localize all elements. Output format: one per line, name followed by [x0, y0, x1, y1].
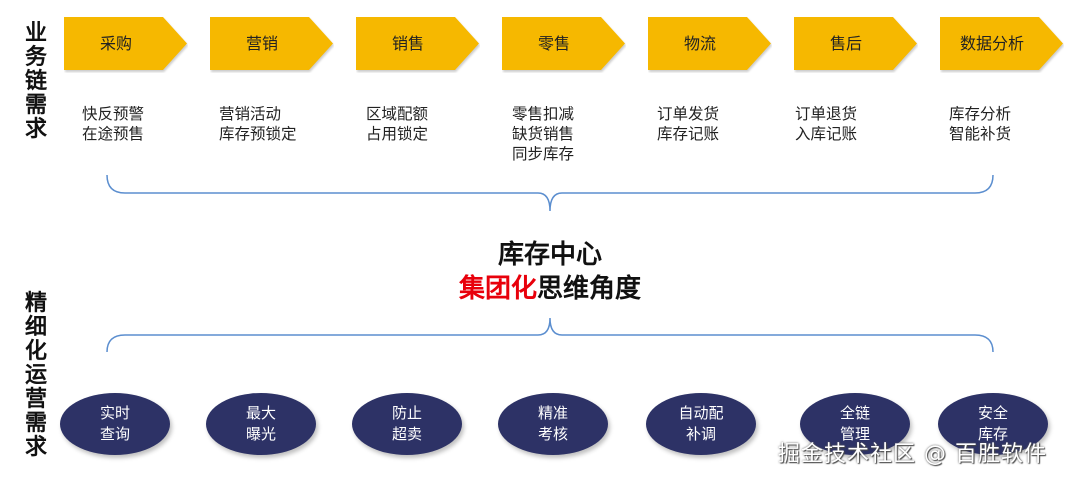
center-title: 库存中心	[497, 240, 602, 270]
stage-6: 数据分析	[940, 17, 1064, 70]
operation-line: 实时	[99, 404, 130, 422]
requirement-item: 入库记账	[795, 125, 858, 143]
chevron-shape	[794, 17, 917, 70]
stage-4: 物流	[648, 17, 772, 70]
chevron-shape	[502, 17, 625, 70]
stage-requirements: 区域配额占用锁定	[366, 104, 428, 144]
stage-0: 采购	[64, 17, 188, 70]
requirement-item: 订单退货	[795, 105, 858, 123]
operation-line: 管理	[839, 425, 870, 443]
operation-oval: 全链管理	[800, 393, 910, 455]
stage-5: 售后	[794, 17, 918, 70]
business-chain-label: 业务链需求	[24, 21, 47, 142]
requirement-item: 在途预售	[82, 125, 145, 143]
center-highlight: 集团化	[458, 274, 537, 304]
center-rest: 思维角度	[537, 274, 642, 304]
operation-line: 安全	[977, 404, 1008, 422]
stage-label: 数据分析	[959, 34, 1024, 53]
operation-line: 超卖	[391, 425, 422, 443]
stage-label: 物流	[683, 34, 716, 53]
operation-line: 查询	[99, 425, 130, 443]
operation-line: 防止	[391, 404, 422, 422]
chevron-shape	[356, 17, 479, 70]
top-brace	[106, 174, 994, 212]
operation-line: 考核	[537, 425, 568, 443]
operation-line: 补调	[685, 425, 716, 443]
stage-label: 采购	[99, 34, 132, 53]
stage-requirements: 订单退货入库记账	[795, 104, 857, 144]
chevron-shape	[648, 17, 771, 70]
operation-oval: 最大曝光	[206, 393, 316, 455]
operation-oval: 防止超卖	[352, 393, 462, 455]
stage-2: 销售	[356, 17, 480, 70]
requirement-item: 区域配额	[366, 105, 429, 123]
requirement-item: 缺货销售	[512, 125, 575, 143]
operation-oval: 精准考核	[498, 393, 608, 455]
stage-requirements: 零售扣减缺货销售同步库存	[512, 104, 574, 164]
operation-line: 曝光	[245, 425, 276, 443]
operation-line: 库存	[977, 425, 1008, 443]
requirement-item: 占用锁定	[366, 125, 429, 143]
stage-requirements: 订单发货库存记账	[657, 104, 719, 144]
stage-requirements: 营销活动库存预锁定	[219, 104, 297, 144]
operation-oval: 实时查询	[60, 393, 170, 455]
operation-line: 自动配	[678, 404, 724, 422]
operation-line: 最大	[245, 404, 276, 422]
requirement-item: 库存分析	[949, 105, 1012, 123]
stage-label: 营销	[245, 34, 278, 53]
operation-oval: 安全库存	[938, 393, 1048, 455]
stage-label: 销售	[391, 34, 424, 53]
operation-oval: 自动配补调	[646, 393, 756, 455]
chevron-shape	[940, 17, 1063, 70]
stage-requirements: 快反预警在途预售	[82, 104, 144, 144]
requirement-item: 快反预警	[82, 105, 145, 123]
stage-requirements: 库存分析智能补货	[949, 104, 1011, 144]
chevron-shape	[64, 17, 187, 70]
requirement-item: 智能补货	[949, 125, 1012, 143]
stage-label: 零售	[537, 34, 570, 53]
operations-label: 精细化运营需求	[24, 291, 47, 460]
stage-label: 售后	[829, 34, 862, 53]
requirement-item: 营销活动	[219, 105, 282, 123]
requirement-item: 订单发货	[657, 105, 720, 123]
requirement-item: 同步库存	[512, 145, 575, 163]
stage-3: 零售	[502, 17, 626, 70]
requirement-item: 库存预锁定	[219, 125, 297, 143]
chevron-shape	[210, 17, 333, 70]
watermark: 掘金技术社区 @ 百胜软件	[778, 442, 1047, 467]
bottom-brace	[106, 317, 994, 353]
operation-line: 精准	[537, 404, 568, 422]
center-subtitle: 集团化思维角度	[0, 268, 1080, 305]
stage-1: 营销	[210, 17, 334, 70]
requirement-item: 零售扣减	[512, 105, 575, 123]
operation-line: 全链	[839, 404, 870, 422]
requirement-item: 库存记账	[657, 125, 720, 143]
